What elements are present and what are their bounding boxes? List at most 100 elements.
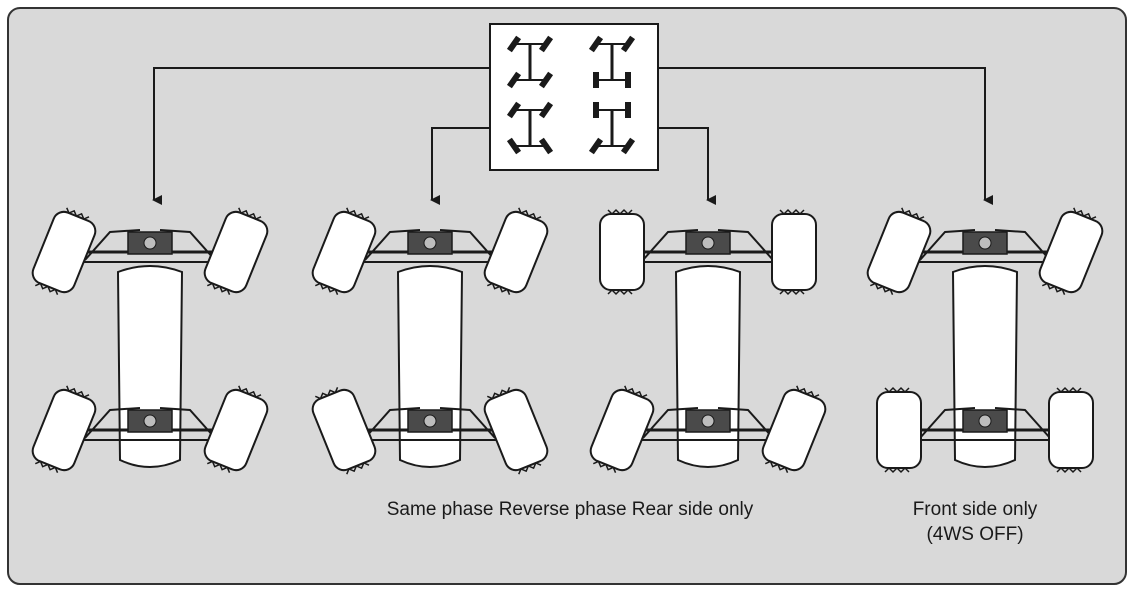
glyph-wheel — [538, 101, 554, 119]
car-chassis — [116, 265, 184, 468]
front-right-link — [717, 229, 774, 261]
glyph-wheel — [506, 71, 522, 89]
rear-right-tire-tread — [764, 385, 820, 473]
rear-left-tire-tread — [884, 386, 910, 474]
rear-right-tire-body — [203, 388, 269, 472]
front-servo-horn — [423, 236, 437, 250]
front-right-tire-tread — [1041, 207, 1097, 295]
front-right-tire — [1038, 207, 1104, 295]
rear-right-tire-tread — [486, 387, 542, 475]
front-right-tire-body — [771, 213, 817, 291]
front-servo-horn — [978, 236, 992, 250]
mode-glyph-icon-1 — [506, 35, 554, 89]
glyph-wheel — [506, 35, 522, 53]
glyph-wheel — [593, 72, 599, 88]
front-left-tire — [599, 208, 645, 296]
front-right-tire-body — [1038, 210, 1104, 294]
mode-glyph-icon-4 — [588, 102, 636, 155]
front-right-tire-tread — [486, 207, 542, 295]
glyph-wheel — [588, 35, 604, 53]
car-chassis — [674, 265, 742, 468]
front-right-tire-body — [203, 210, 269, 294]
four-ws-off-label: (4WS OFF) — [926, 524, 1024, 545]
front-left-tire-body — [599, 213, 645, 291]
rear-left-tire — [589, 385, 655, 473]
glyph-wheel — [506, 137, 522, 155]
rear-left-tire-body — [589, 388, 655, 472]
rear-right-link — [717, 407, 774, 439]
rear-left-link — [84, 407, 141, 439]
rear-left-tire — [876, 386, 922, 474]
front-left-tire-tread — [34, 207, 90, 295]
front-left-tire-body — [311, 210, 377, 294]
front-servo-horn — [701, 236, 715, 250]
front-side-only-label: Front side only — [912, 499, 1038, 520]
rear-servo-horn — [978, 414, 992, 428]
rear-left-tire — [31, 385, 97, 473]
car-chassis — [951, 265, 1019, 468]
background-panel — [7, 7, 1127, 585]
glyph-wheel — [620, 35, 636, 53]
car-front-side-only — [866, 207, 1104, 474]
rear-servo-horn — [701, 414, 715, 428]
front-right-link — [159, 229, 216, 261]
front-left-tire — [31, 207, 97, 295]
connector-arrow-2 — [430, 127, 492, 205]
front-right-link — [439, 229, 496, 261]
mode-glyph-icon-2 — [588, 35, 636, 88]
rear-right-tire-body — [483, 388, 549, 472]
front-right-tire — [771, 208, 817, 296]
front-left-tire-tread — [314, 207, 370, 295]
rear-right-tire-body — [1048, 391, 1094, 469]
front-left-link — [364, 229, 421, 261]
glyph-wheel — [593, 102, 599, 118]
rear-left-tire-body — [876, 391, 922, 469]
front-axle — [31, 207, 269, 295]
front-left-tire — [866, 207, 932, 295]
rear-servo-horn — [143, 414, 157, 428]
front-right-tire-tread — [206, 207, 262, 295]
glyph-wheel — [538, 137, 554, 155]
front-left-tire-tread — [869, 207, 925, 295]
connector-arrows — [152, 67, 993, 205]
car-diagrams — [31, 207, 1104, 475]
modes-caption: Same phase Reverse phase Rear side only — [386, 499, 754, 520]
rear-left-tire-tread — [314, 387, 370, 475]
mode-selector-icon-box — [489, 23, 659, 171]
front-axle — [866, 207, 1104, 295]
car-chassis — [396, 265, 464, 468]
rear-axle — [311, 387, 549, 475]
rear-servo-horn — [423, 414, 437, 428]
rear-left-tire-tread — [592, 385, 648, 473]
rear-axle — [31, 385, 269, 473]
rear-right-tire-body — [761, 388, 827, 472]
rear-axle — [876, 386, 1094, 474]
rear-right-tire — [203, 385, 269, 473]
rear-right-tire-tread — [206, 385, 262, 473]
rear-left-link — [919, 407, 976, 439]
front-left-link — [84, 229, 141, 261]
car-same-phase — [31, 207, 269, 473]
rear-right-link — [439, 407, 496, 439]
rear-left-tire-body — [311, 388, 377, 472]
car-reverse-phase — [311, 207, 549, 475]
rear-right-tire — [1048, 386, 1094, 474]
car-rear-side-only — [589, 208, 827, 473]
rear-left-link — [642, 407, 699, 439]
rear-right-tire — [483, 387, 549, 475]
front-axle — [599, 208, 817, 296]
rear-right-link — [159, 407, 216, 439]
rear-left-tire — [311, 387, 377, 475]
front-left-tire — [311, 207, 377, 295]
front-right-tire — [203, 207, 269, 295]
mode-glyph-icon-3 — [506, 101, 554, 155]
glyph-wheel — [538, 71, 554, 89]
front-side-only-caption: Front side only (4WS OFF) — [860, 497, 1090, 547]
rear-left-tire-tread — [34, 385, 90, 473]
front-right-tire-body — [483, 210, 549, 294]
glyph-wheel — [625, 72, 631, 88]
rear-right-tire — [761, 385, 827, 473]
rear-left-link — [364, 407, 421, 439]
